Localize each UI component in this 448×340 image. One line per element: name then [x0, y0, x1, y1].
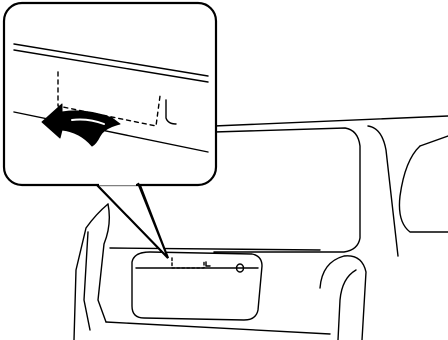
license-plate-recess [132, 252, 262, 320]
roof-line [214, 116, 448, 126]
release-switch-dashed [172, 258, 204, 268]
rear-window [214, 128, 360, 252]
right-tail-lamp-inner [338, 270, 356, 340]
left-body-side [74, 204, 108, 340]
liftgate-lower-panel [110, 248, 320, 250]
left-tail-lamp [98, 204, 109, 322]
side-quarter-window-top [420, 136, 448, 146]
rear-pillar [368, 126, 398, 256]
magnified-detail-callout [4, 3, 216, 258]
release-switch-mark [206, 262, 210, 266]
side-quarter-window [399, 146, 448, 232]
bumper-line [106, 322, 330, 334]
left-body-inner [84, 232, 90, 330]
callout-box [4, 3, 216, 185]
right-tail-lamp [320, 256, 366, 340]
